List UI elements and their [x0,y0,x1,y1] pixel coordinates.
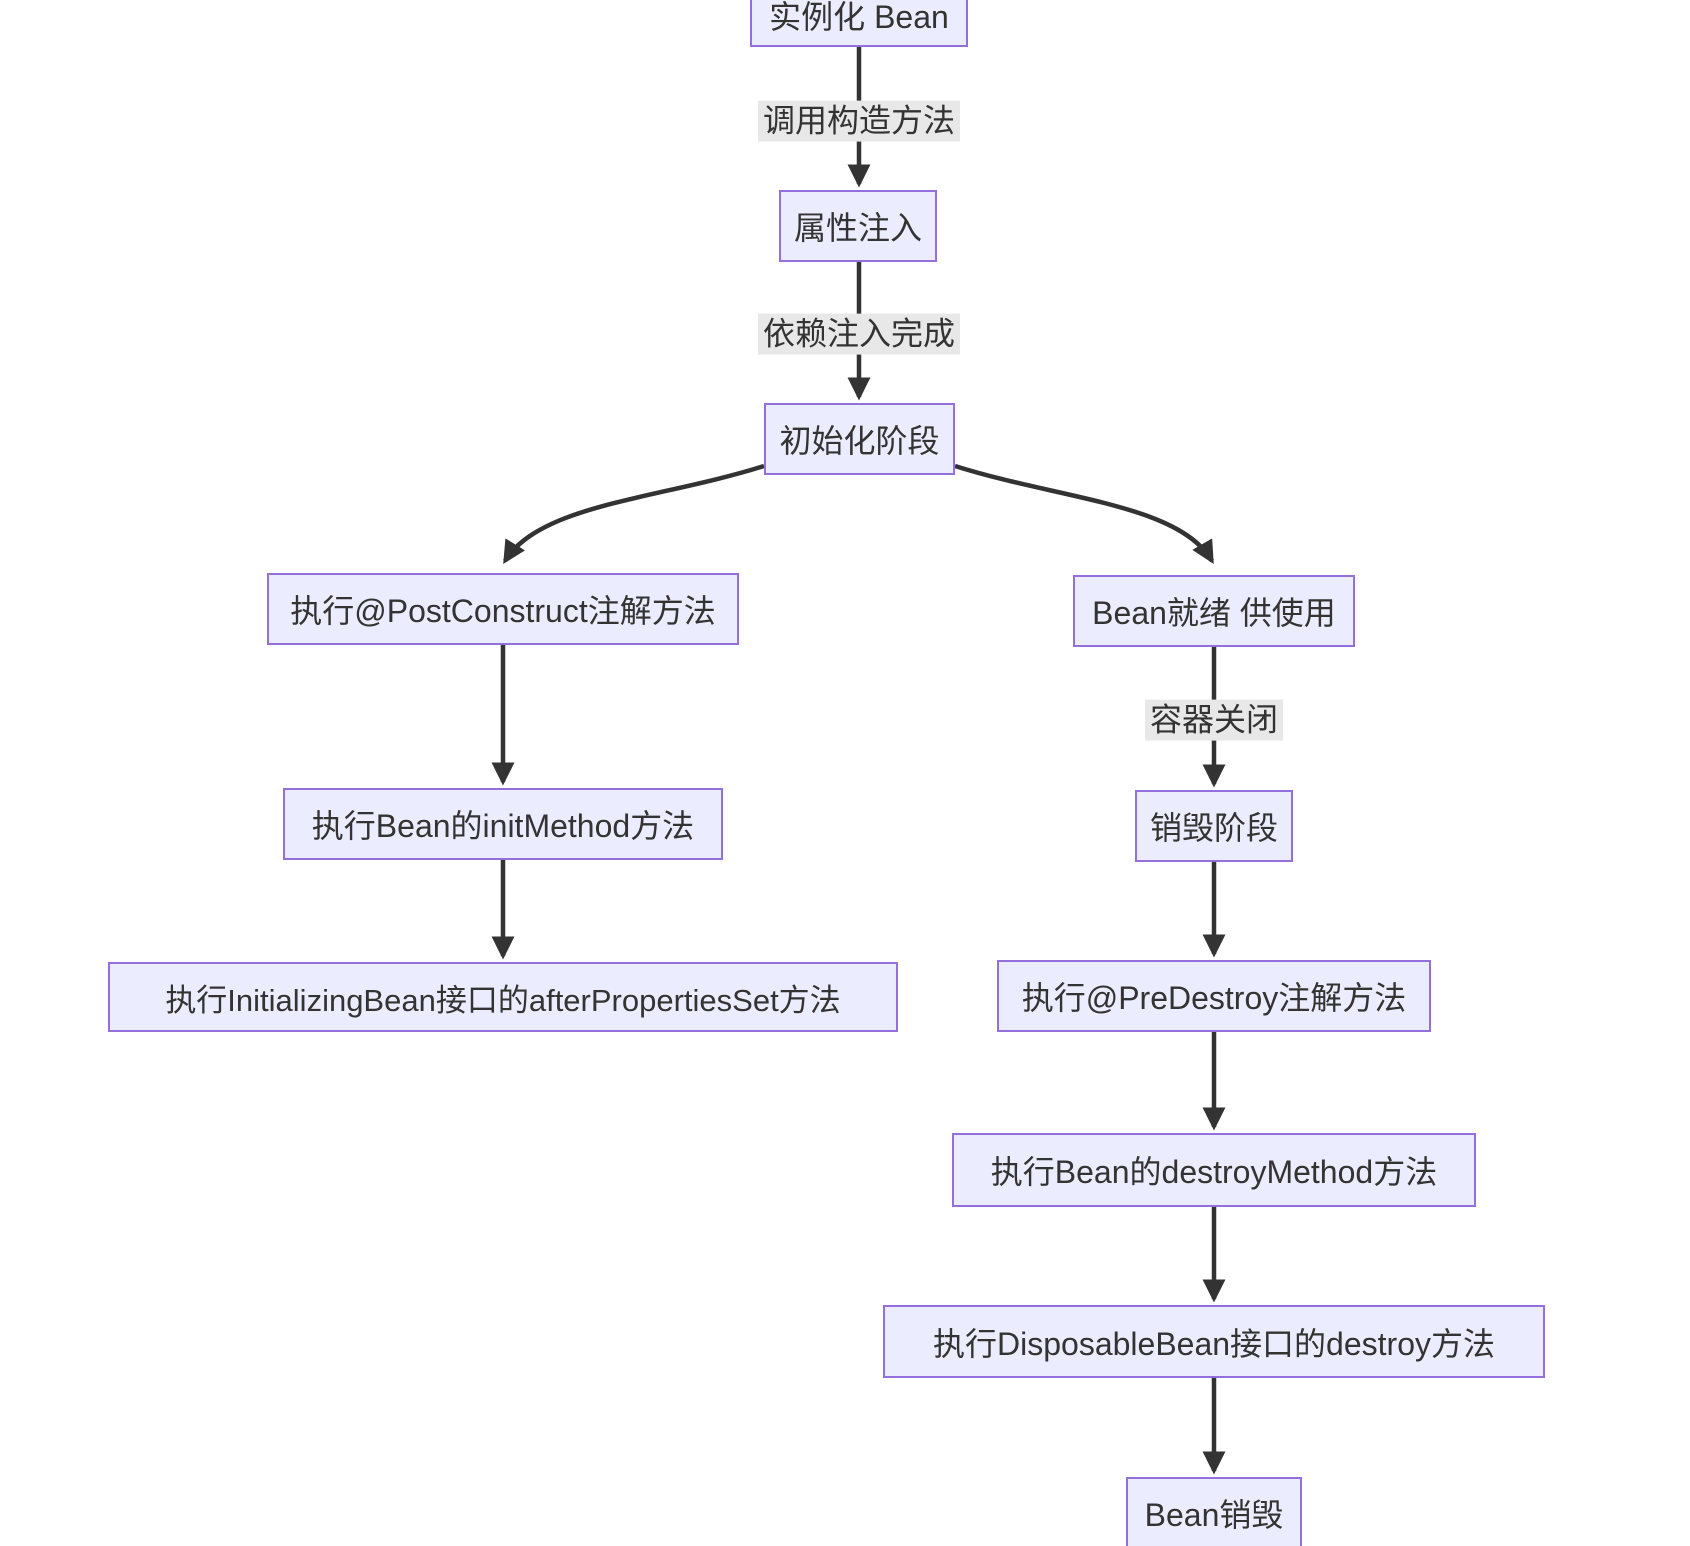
edge-init-phase-to-post-construct [503,463,765,564]
node-destroy-method: 执行Bean的destroyMethod方法 [952,1133,1476,1207]
node-init-phase: 初始化阶段 [764,403,955,475]
node-bean-destroyed: Bean销毁 [1126,1477,1302,1546]
node-bean-ready: Bean就绪 供使用 [1073,575,1355,647]
node-post-construct-method: 执行@PostConstruct注解方法 [267,573,739,645]
node-init-method: 执行Bean的initMethod方法 [283,788,723,860]
edge-label-container-close: 容器关闭 [1144,699,1284,741]
node-destroy-phase: 销毁阶段 [1135,790,1293,862]
node-property-injection: 属性注入 [779,190,937,262]
node-after-properties-set: 执行InitializingBean接口的afterPropertiesSet方… [108,962,898,1032]
node-disposable-bean-destroy: 执行DisposableBean接口的destroy方法 [883,1305,1545,1378]
node-instantiate-bean: 实例化 Bean [750,0,968,47]
edge-label-call-constructor: 调用构造方法 [757,100,961,142]
edge-label-dependency-injection-done: 依赖注入完成 [757,313,961,355]
node-pre-destroy-method: 执行@PreDestroy注解方法 [997,960,1431,1032]
edge-init-phase-to-bean-ready [954,463,1214,564]
